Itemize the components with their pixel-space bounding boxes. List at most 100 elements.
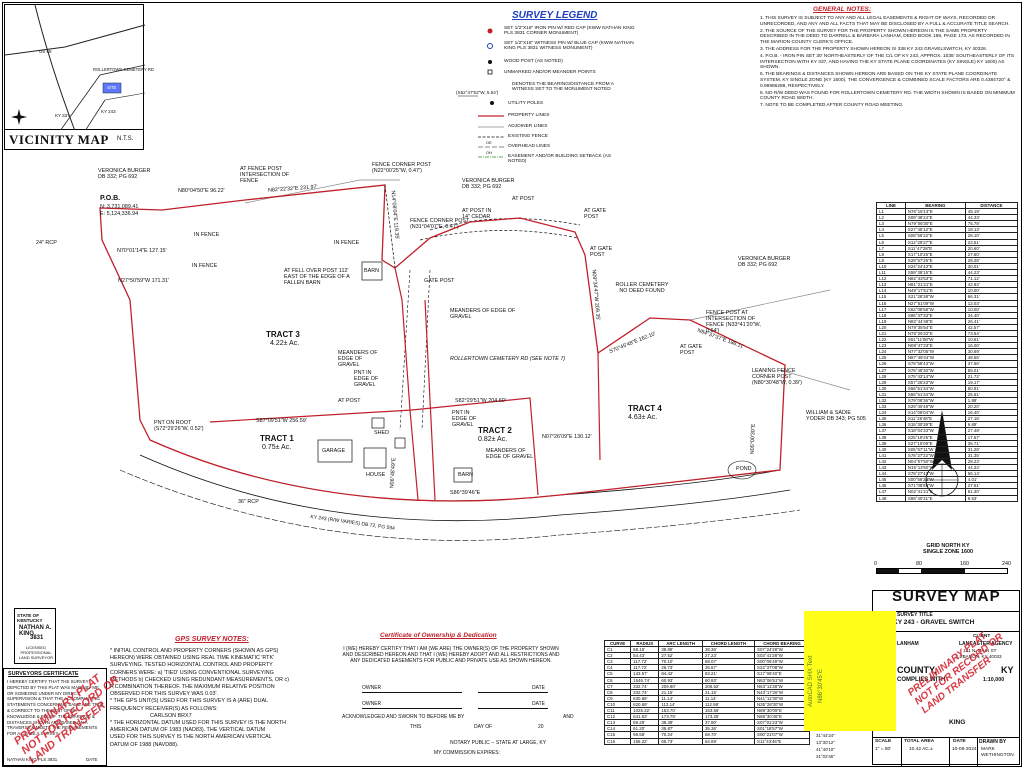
vicinity-map-drawing bbox=[4, 4, 146, 132]
survey-map-title: SURVEY MAP bbox=[892, 588, 1001, 605]
surveyor-seal: STATE OF KENTUCKY NATHAN A. KING 3831 LI… bbox=[14, 608, 56, 664]
meander-point-icon bbox=[487, 69, 493, 75]
table-cell: 61.20' bbox=[630, 725, 660, 733]
survey-title-label: SURVEY TITLE bbox=[897, 612, 933, 618]
autocad-text-bearing: N86°30'45"E bbox=[818, 668, 824, 703]
bearing-label: N07°26'09"E 130.12' bbox=[542, 434, 592, 440]
table-cell: 64.69' bbox=[701, 737, 756, 745]
shed-outline bbox=[394, 437, 406, 449]
pond-outline bbox=[727, 460, 757, 480]
surveyor-cert-title: SURVEYORS CERTIFICATE bbox=[8, 671, 79, 677]
gravel-edge bbox=[399, 269, 411, 431]
scale-label: 160 bbox=[960, 561, 969, 567]
table-cell: S00°21'07"W bbox=[754, 731, 810, 739]
monument-label: AT POST IN 14" CEDAR bbox=[462, 208, 492, 220]
gps-note-line: A COMBINATION THEREOF. THE MAXIMUM RELAT… bbox=[110, 684, 275, 691]
monument-label: GATE POST bbox=[424, 278, 455, 284]
table-cell: L48 bbox=[876, 494, 906, 502]
gravel-edge bbox=[421, 269, 431, 431]
vicinity-map: US 68 ROLLERTOWN CEMETERY RD SITE KY 337… bbox=[4, 4, 154, 132]
certificate-text: I (WE) HEREBY CERTIFY THAT I AM (WE ARE)… bbox=[342, 646, 560, 664]
table-cell: 620.69' bbox=[630, 700, 660, 709]
state-text: KY bbox=[1001, 665, 1014, 675]
table-cell: 68.15' bbox=[630, 646, 660, 654]
gps-notes-title: GPS SURVEY NOTES: bbox=[175, 636, 249, 643]
building-label: BARN bbox=[458, 472, 473, 478]
fence-label: IN FENCE bbox=[334, 240, 360, 246]
legend-symbols bbox=[478, 28, 504, 158]
north-arrow-icon bbox=[11, 109, 27, 125]
culvert-label: 36" RCP bbox=[238, 499, 259, 505]
pob-label: P.O.B. bbox=[100, 195, 121, 202]
monument-label: FENCE CORNER POST (N22°00'25"W, 0.47') bbox=[372, 162, 432, 174]
adjoiner-line bbox=[689, 289, 831, 321]
utility-pole-icon bbox=[490, 101, 494, 105]
scale-value: 1" = 80' bbox=[875, 747, 892, 752]
gps-note-line: OBSERVED FOR THIS SURVEY WAS 0.03'. bbox=[110, 691, 218, 698]
adjoiner-owner: WILLIAM & SADIE YODER DB 343; PG 505 bbox=[806, 410, 866, 422]
monument-label: FENCE POST AT INTERSECTION OF FENCE (N33… bbox=[706, 310, 761, 334]
curve-tail-value: 31°44'24" bbox=[816, 733, 835, 738]
general-note: 6. NO R/W DEED WAS FOUND FOR ROLLERTOWN … bbox=[760, 90, 1015, 102]
seal-licensed: LICENSED PROFESSIONAL LAND SURVEYOR bbox=[18, 645, 54, 660]
table-cell: 1546.74' bbox=[630, 676, 660, 684]
legend-item: WOOD POST (AS NOTED) bbox=[504, 59, 563, 64]
fence-label: IN FENCE bbox=[194, 232, 220, 238]
curve-tail-value: 31°02'46" bbox=[816, 754, 835, 759]
meander-label: MEANDERS OF EDGE OF GRAVEL bbox=[450, 308, 516, 320]
tract-line bbox=[209, 409, 413, 423]
table-cell: 332.74' bbox=[630, 688, 660, 696]
vicinity-label: US 68 bbox=[39, 49, 52, 54]
owner-label: OWNER bbox=[362, 685, 382, 691]
general-note: 4. P.O.B. - IRON PIN SET 30' NORTHEASTER… bbox=[760, 53, 1015, 71]
legend-title: SURVEY LEGEND bbox=[512, 10, 598, 21]
table-cell: 143.57' bbox=[630, 670, 660, 678]
bearing-label: S87°09'51"W 256.59' bbox=[256, 418, 307, 424]
road-centerline bbox=[119, 469, 801, 541]
legend-item: EXISTING FENCE bbox=[508, 134, 548, 139]
area-label: TOTAL AREA bbox=[904, 739, 935, 744]
legend-item: SET 1/2"X18" IRON PIN W/ RED CAP (KWW NA… bbox=[504, 26, 635, 37]
drawn-by-label: DRAWN BY bbox=[979, 739, 1007, 745]
and-text: AND bbox=[563, 714, 574, 720]
table-cell: S89°40'31"E bbox=[904, 494, 966, 502]
tract-line bbox=[394, 267, 419, 501]
owner-name: LANHAM bbox=[897, 641, 919, 647]
table-cell: 158.22' bbox=[630, 737, 660, 745]
meander-label: MEANDERS OF EDGE OF GRAVEL bbox=[486, 448, 534, 460]
monument-label: AT GATE POST bbox=[584, 208, 607, 220]
date-value: 10-08-2024 bbox=[952, 747, 977, 752]
building-label: SHED bbox=[374, 430, 389, 436]
gps-note-line: HEREON) WERE OBTAINED USING REAL TIME KI… bbox=[110, 655, 275, 662]
gps-note-line: CORNERS WERE: a) 'TIED' USING CONVENTION… bbox=[110, 669, 274, 676]
county-text: COUNTY, bbox=[897, 665, 937, 675]
legend-item: DENOTES THE BEARING/DISTANCE FROM A WITN… bbox=[512, 82, 614, 93]
vicinity-label: SITE bbox=[107, 85, 117, 90]
tract-line bbox=[411, 397, 539, 496]
legend-item: EASEMENT AND/OR BUILDING SETBACK (AS NOT… bbox=[508, 154, 612, 165]
cemetery-road-label: ROLLERTOWN CEMETERY RD (SEE NOTE 7) bbox=[450, 356, 566, 362]
gps-note-line: FREQUENCY RECEIVER(S) AS FOLLOWS: bbox=[110, 705, 218, 712]
cemetery-road-edge bbox=[429, 218, 581, 231]
general-note: 7. NOTE TO BE COMPLETED AFTER COUNTY ROA… bbox=[760, 103, 904, 109]
legend-witness-symbol bbox=[458, 95, 478, 97]
vicinity-label: KY 337 bbox=[55, 113, 70, 118]
adjoiner-line bbox=[779, 369, 851, 391]
monument-label: FENCE CORNER POST (N31°04'07"E, 0.47') bbox=[410, 218, 470, 230]
legend-code: OE bbox=[486, 140, 492, 145]
building-label: POND bbox=[736, 466, 752, 472]
legend-item: ADJOINER LINES bbox=[508, 124, 548, 129]
graphic-scale bbox=[876, 568, 1008, 574]
tract-line bbox=[597, 352, 601, 461]
curve-table-header: CURVE bbox=[603, 639, 632, 648]
bearing-label: N27°50'59"W 171.31' bbox=[118, 278, 170, 284]
table-cell: 9.53' bbox=[964, 494, 1019, 502]
